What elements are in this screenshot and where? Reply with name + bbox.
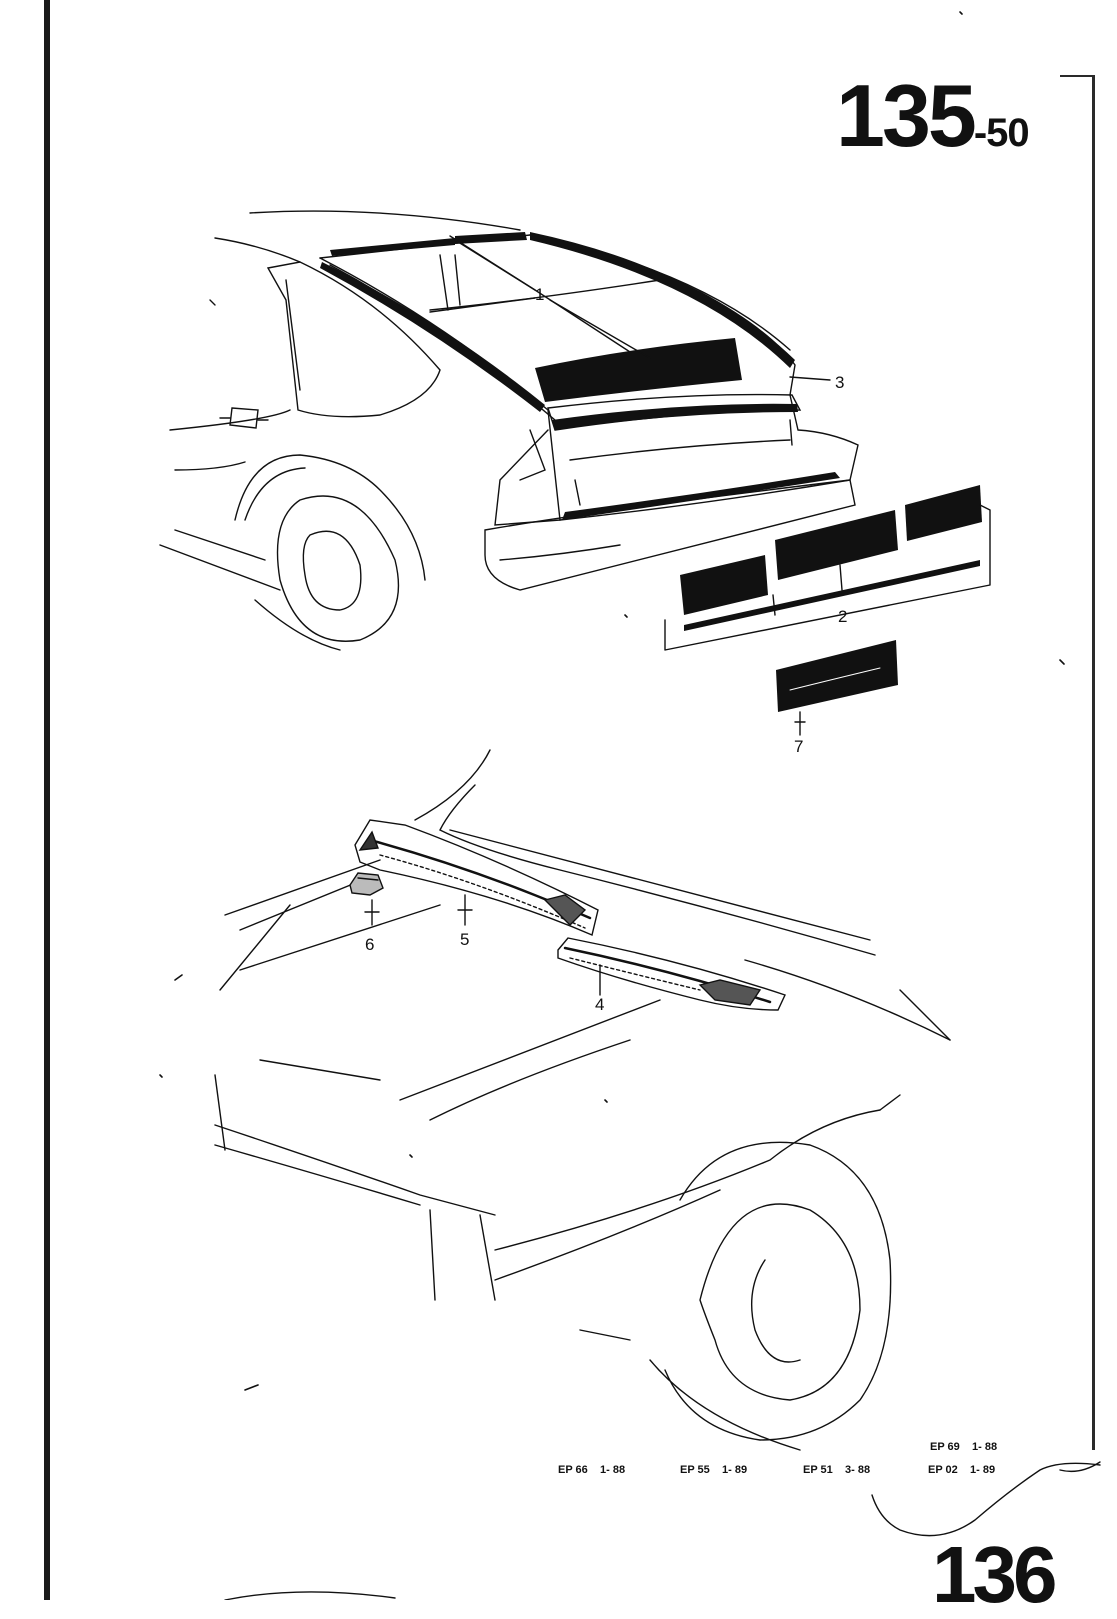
page-corner-arc	[224, 1591, 396, 1600]
trim-strips	[320, 232, 840, 520]
callout-3: 3	[835, 373, 844, 392]
tail-strip-lower	[562, 472, 840, 520]
callout-labels: 1 2 3 4 5 6 7	[365, 285, 847, 1014]
callout-7: 7	[794, 737, 803, 756]
part-5-cowl-panel	[354, 819, 599, 936]
roof-strip-right	[455, 232, 527, 244]
panel-strip-underline	[684, 560, 980, 631]
page-border-left	[44, 0, 50, 1600]
panel-strip-center	[775, 510, 898, 580]
page-border-corner	[1060, 75, 1095, 77]
part-2-rear-panel-strips	[664, 485, 991, 651]
part-7-badge	[776, 640, 898, 736]
callout-1: 1	[535, 285, 544, 304]
page-number-main: 135	[836, 66, 977, 165]
hatch-lower-panel	[535, 338, 742, 402]
code-ep66: EP 66 1- 88	[558, 1464, 626, 1476]
hatch-side-strip-left	[320, 262, 545, 412]
code-ep51: EP 51 3- 88	[803, 1464, 871, 1476]
code-ep69: EP 69 1- 88	[930, 1441, 998, 1453]
part-4-cowl-side-panel	[557, 937, 786, 1011]
code-ep55: EP 55 1- 89	[680, 1464, 748, 1476]
car-front-outline	[214, 749, 951, 1451]
part-6-clip	[349, 872, 384, 926]
spoiler-strip	[552, 403, 798, 430]
panel-strip-left	[680, 555, 768, 615]
roof-strip-front	[330, 238, 455, 256]
next-page-number: 136	[932, 1530, 1058, 1619]
page-flourish-2	[1059, 1461, 1101, 1473]
callout-4: 4	[595, 995, 604, 1014]
page-border-right	[1092, 75, 1095, 1450]
callout-6: 6	[365, 935, 374, 954]
scan-specks	[159, 11, 1065, 1391]
callout-5: 5	[460, 930, 469, 949]
page-number: 135-50	[836, 72, 1030, 160]
hatch-side-strip-right	[530, 232, 795, 368]
page-flourish	[871, 1462, 1101, 1537]
code-ep02: EP 02 1- 89	[928, 1464, 996, 1476]
panel-strip-right	[905, 485, 982, 541]
callout-leaders	[429, 239, 831, 381]
page-number-sub: -50	[973, 111, 1030, 155]
callout-2: 2	[838, 607, 847, 626]
